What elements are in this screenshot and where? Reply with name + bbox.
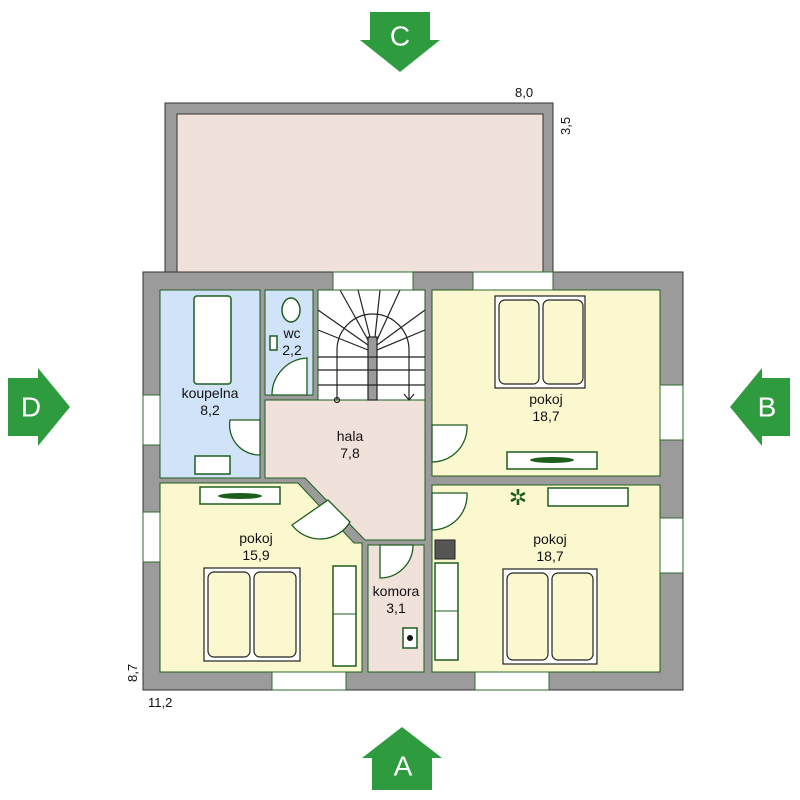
svg-text:D: D	[21, 392, 41, 423]
svg-text:hala: hala	[337, 428, 364, 444]
direction-arrow-right: B	[730, 368, 790, 446]
svg-text:pokoj: pokoj	[529, 391, 562, 407]
dimension-house-depth: 8,7	[125, 664, 140, 682]
room-hala	[264, 399, 426, 541]
terrace	[176, 113, 544, 273]
bed-icons	[203, 295, 598, 665]
direction-arrow-top: C	[360, 12, 440, 72]
svg-text:koupelna: koupelna	[182, 385, 239, 401]
svg-text:komora: komora	[373, 583, 420, 599]
bathtub-icon	[193, 295, 232, 385]
toilet-paper-icon	[269, 335, 278, 351]
wardrobe-icon	[332, 565, 357, 667]
svg-text:B: B	[758, 392, 777, 423]
svg-text:pokoj: pokoj	[533, 531, 566, 547]
dimension-house-width: 11,2	[148, 695, 172, 710]
svg-text:C: C	[390, 21, 410, 52]
svg-text:7,8: 7,8	[340, 445, 360, 461]
windows	[142, 271, 684, 691]
dimension-terrace-width: 8,0	[515, 85, 533, 100]
direction-arrow-bottom: A	[362, 727, 442, 790]
dimension-terrace-depth: 3,5	[558, 117, 573, 135]
svg-text:8,2: 8,2	[200, 402, 220, 418]
room-label-wc: wc2,2	[282, 325, 302, 358]
shelf-icon	[547, 487, 629, 507]
toilet-icon	[281, 297, 301, 323]
plant-icon: ✲	[509, 485, 527, 510]
svg-text:3,1: 3,1	[386, 600, 406, 616]
svg-text:pokoj: pokoj	[239, 530, 272, 546]
chimney-icon	[434, 539, 456, 560]
doors	[228, 357, 468, 579]
svg-text:A: A	[394, 751, 413, 782]
svg-text:15,9: 15,9	[242, 547, 269, 563]
direction-arrow-left: D	[8, 368, 70, 446]
svg-text:wc: wc	[282, 325, 300, 341]
sink-icon	[194, 455, 231, 475]
stairs-icon	[317, 289, 426, 404]
svg-text:2,2: 2,2	[282, 342, 302, 358]
svg-text:18,7: 18,7	[532, 408, 559, 424]
furniture: ✲	[193, 295, 629, 667]
svg-text:18,7: 18,7	[536, 548, 563, 564]
